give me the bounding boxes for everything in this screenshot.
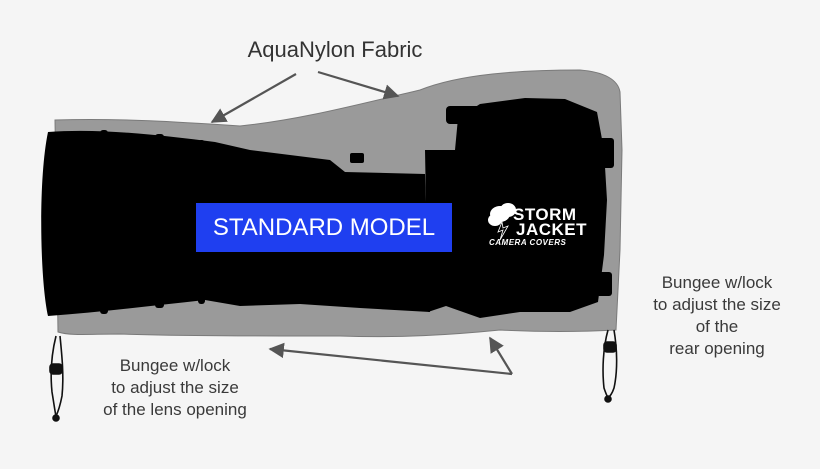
camera-silhouette [41,98,614,318]
logo-line2: JACKET [516,220,588,239]
logo-line1: STORM [513,205,577,224]
rear-label-line: of the [695,317,739,337]
rear-bungee [602,329,618,403]
fabric-arrow-left [210,73,297,123]
rear-label-line: to adjust the size [653,295,781,315]
rear-bungee-label: Bungee w/lock to adjust the size of the … [622,272,812,360]
lens-label-line: Bungee w/lock [119,356,231,375]
lens-label-line: to adjust the size [111,378,239,398]
storm-jacket-logo: STORM JACKET CAMERA COVERS [486,205,588,253]
lens-bungee-label: Bungee w/lock to adjust the size of the … [70,355,280,421]
rear-label-line: rear opening [669,339,765,359]
annotation-arrows [210,70,513,376]
lens-bungee [49,335,64,422]
rear-label-line: Bungee w/lock [661,273,773,292]
lens-label-line: of the lens opening [103,400,247,420]
storm-cloud-icon [488,203,516,241]
fabric-arrow-right [317,70,400,100]
lens-arrow-right [489,336,513,375]
model-badge: STANDARD MODEL [196,203,452,252]
logo-tagline: CAMERA COVERS [489,238,567,247]
fabric-label: AquaNylon Fabric [247,37,423,62]
lens-arrow-left [268,342,513,376]
